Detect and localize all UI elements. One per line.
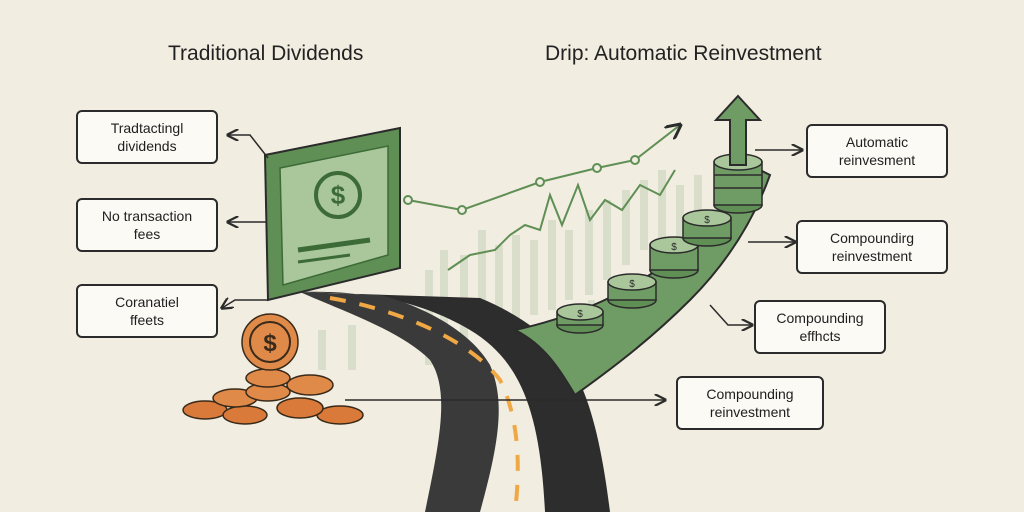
svg-text:$: $: [671, 242, 677, 253]
svg-text:$: $: [263, 330, 277, 357]
coin-stack: $: [682, 209, 732, 247]
up-arrow-icon: [713, 94, 763, 166]
growth-line: [403, 125, 680, 271]
label-fees: Coranatiel ffeets: [76, 284, 218, 338]
dollar-coin-icon: $: [182, 313, 364, 425]
coin-stack: $: [607, 273, 657, 309]
svg-text:$: $: [629, 279, 635, 290]
svg-text:$: $: [704, 215, 710, 226]
road: [300, 291, 610, 512]
label-line: Automatic: [845, 134, 909, 150]
left-title: Traditional Dividends: [168, 42, 364, 65]
label-line: Compoundirg: [829, 230, 915, 246]
label-traditional-dividends: Tradtactingl dividends: [76, 110, 218, 164]
svg-text:$: $: [577, 309, 583, 320]
label-line: Compounding: [706, 386, 794, 402]
label-compounding-effects: Compounding effhcts: [754, 300, 886, 354]
label-line: No transaction: [101, 208, 193, 224]
label-line: Compounding: [776, 310, 864, 326]
dollar-bill-icon: $: [263, 126, 401, 302]
svg-text:$: $: [331, 180, 346, 210]
coin-stack: $: [556, 303, 604, 334]
label-line: reinvesment: [838, 152, 916, 168]
label-line: fees: [133, 226, 161, 242]
label-line: ffeets: [129, 312, 164, 328]
coin-stacks: $ $ $ $: [556, 153, 763, 334]
label-line: Coranatiel: [115, 294, 179, 310]
label-automatic-reinvestment: Automatic reinvesment: [806, 124, 948, 178]
label-line: dividends: [117, 138, 177, 154]
label-compounding-reinvestment: Compoundirg reinvestment: [796, 220, 948, 274]
label-compounding-reinvestment-bottom: Compounding reinvestment: [676, 376, 824, 430]
label-line: Tradtactingl: [110, 120, 184, 136]
label-line: reinvestment: [709, 404, 791, 420]
right-title: Drip: Automatic Reinvestment: [545, 42, 822, 65]
label-line: reinvestment: [831, 248, 913, 264]
connector-arrows: [222, 135, 802, 400]
coin-stack: $: [649, 236, 699, 279]
label-no-transaction-fees: No transaction fees: [76, 198, 218, 252]
coin-stack: [713, 153, 763, 214]
label-line: effhcts: [799, 328, 841, 344]
